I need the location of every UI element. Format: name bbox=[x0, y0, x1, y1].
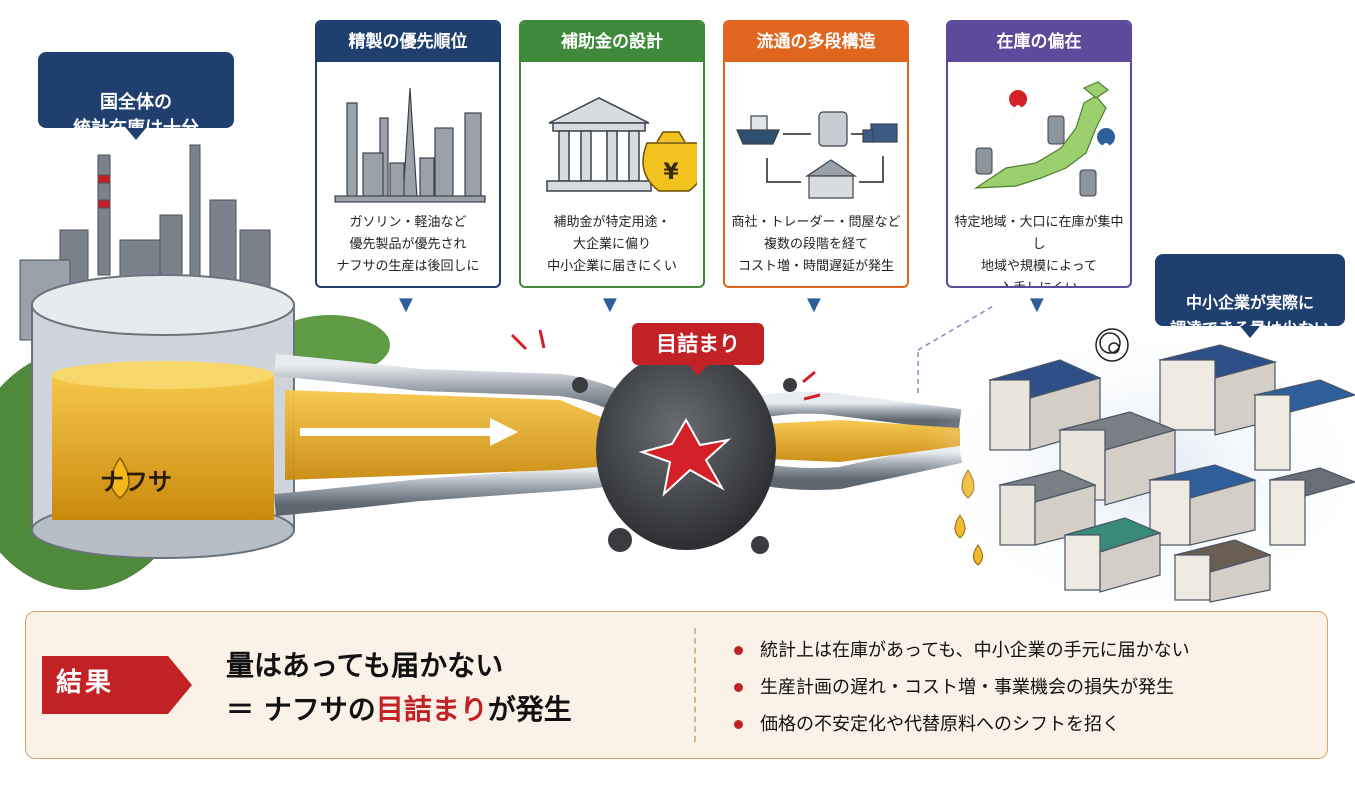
result-headline: 量はあっても届かない ＝ ナフサの目詰まりが発生 bbox=[226, 644, 572, 732]
blockage-label: 目詰まり bbox=[632, 323, 764, 376]
down-arrow-icon: ▼ bbox=[399, 294, 413, 315]
result-highlight: 目詰まり bbox=[375, 693, 488, 726]
card-title: 在庫の偏在 bbox=[948, 22, 1130, 62]
burst-icon bbox=[638, 417, 732, 497]
result-badge bbox=[42, 656, 192, 714]
card-inventory-imbalance: 在庫の偏在 特定地域・大口に在庫が集中し 地域や規模によって 入手しにくい bbox=[946, 20, 1132, 288]
scene-illustration bbox=[0, 144, 1355, 610]
card-title: 精製の優先順位 bbox=[317, 22, 499, 62]
card-description: ガソリン・軽油など 優先製品が優先され ナフサの生産は後回しに bbox=[336, 215, 480, 274]
tangled-worry-icon bbox=[1095, 328, 1129, 362]
result-badge-text: 結果 bbox=[56, 668, 115, 698]
card-distribution-structure: 流通の多段構造 商社・トレーダー・問屋など 複数の段階を経て コスト増・時間遅延… bbox=[723, 20, 909, 288]
blockage-label-text: 目詰まり bbox=[656, 332, 740, 356]
tank-label: ナフサ bbox=[100, 468, 172, 496]
result-line2: ＝ ナフサの目詰まりが発生 bbox=[226, 693, 572, 726]
naphtha-tank bbox=[31, 274, 295, 559]
list-item: 価格の不安定化や代替原料へのシフトを招く bbox=[734, 706, 1190, 743]
oil-drop-icon bbox=[110, 456, 130, 499]
card-title: 流通の多段構造 bbox=[725, 22, 907, 62]
down-arrow-icon: ▼ bbox=[1030, 294, 1044, 315]
card-title: 補助金の設計 bbox=[521, 22, 703, 62]
result-divider bbox=[694, 628, 696, 742]
list-item: 統計上は在庫があっても、中小企業の手元に届かない bbox=[734, 632, 1190, 669]
result-bullets: 統計上は在庫があっても、中小企業の手元に届かない 生産計画の遅れ・コスト増・事業… bbox=[734, 632, 1190, 743]
sme-supply-callout: 中小企業が実際に 調達できる量は少ない bbox=[1155, 254, 1345, 338]
result-panel: 結果 量はあっても届かない ＝ ナフサの目詰まりが発生 統計上は在庫があっても、… bbox=[25, 611, 1328, 759]
bank-and-money-icon: ¥ bbox=[546, 97, 697, 192]
down-arrow-icon: ▼ bbox=[603, 294, 617, 315]
card-description: 補助金が特定用途・ 大企業に偏り 中小企業に届きにくい bbox=[547, 215, 677, 274]
card-description: 商社・トレーダー・問屋など 複数の段階を経て コスト増・時間遅延が発生 bbox=[731, 215, 901, 274]
svg-text:¥: ¥ bbox=[663, 160, 679, 185]
flow-arrow-icon bbox=[490, 418, 518, 446]
japan-map-icon bbox=[973, 81, 1116, 197]
sme-buildings bbox=[988, 344, 1355, 603]
result-line1: 量はあっても届かない bbox=[226, 649, 504, 682]
card-description: 特定地域・大口に在庫が集中し 地域や規模によって 入手しにくい bbox=[954, 215, 1124, 286]
card-refining-priority: 精製の優先順位 ガソリン・軽油など 優先製品が優先され ナフサの生産は後回しに bbox=[315, 20, 501, 288]
blockage-rock bbox=[510, 329, 821, 554]
refinery-icon bbox=[334, 87, 486, 203]
card-subsidy-design: 補助金の設計 ¥ 補助金が特定用途・ 大企業に偏り 中小企業に届きにくい bbox=[519, 20, 705, 288]
distribution-flow-icon bbox=[736, 111, 898, 199]
down-arrow-icon: ▼ bbox=[807, 294, 821, 315]
national-stock-callout: 国全体の 統計在庫は十分 bbox=[38, 52, 234, 140]
list-item: 生産計画の遅れ・コスト増・事業機会の損失が発生 bbox=[734, 669, 1190, 706]
